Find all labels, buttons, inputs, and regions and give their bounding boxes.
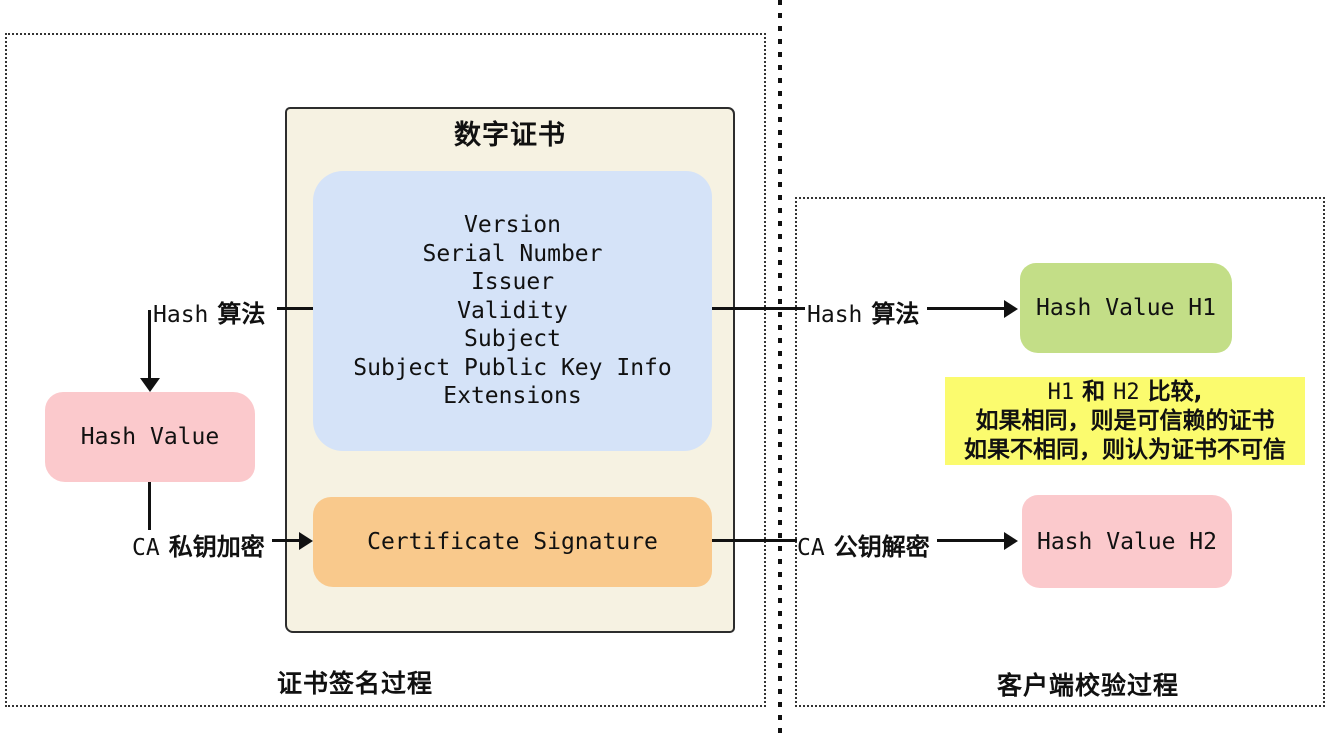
connector-caencrypt-line	[272, 539, 301, 542]
hash-value-box: Hash Value	[45, 392, 255, 482]
connector-hashvalue-down	[148, 482, 151, 530]
tbs-field-serial-number: Serial Number	[422, 240, 603, 267]
tbs-field-validity: Validity	[457, 297, 568, 324]
verification-process-region	[795, 197, 1325, 707]
arrow-right-icon	[1004, 532, 1018, 550]
tbs-field-extensions: Extensions	[443, 383, 582, 410]
connector-hashlabel-to-tbs	[277, 307, 313, 310]
arrow-right-icon	[1004, 300, 1018, 318]
tbs-field-subject-public-key-info: Subject Public Key Info	[353, 354, 672, 381]
compare-note-line2: 如果相同，则是可信赖的证书	[975, 407, 1275, 434]
certificate-signature-box: Certificate Signature	[313, 497, 712, 587]
hash-value-h2-box: Hash Value H2	[1022, 495, 1232, 588]
signing-process-region	[5, 33, 766, 707]
signing-process-caption: 证书签名过程	[277, 669, 434, 698]
connector-hashlabel-to-h1	[927, 307, 1005, 310]
arrow-right-icon	[299, 532, 313, 550]
tbs-field-issuer: Issuer	[470, 269, 555, 296]
tbs-field-subject: Subject	[464, 326, 561, 353]
tbs-field-version: Version	[464, 212, 561, 239]
hash-value-h1-box: Hash Value H1	[1020, 263, 1232, 353]
connector-hashlabel-down	[148, 310, 151, 380]
compare-note-line3: 如果不相同，则认为证书不可信	[964, 436, 1286, 463]
connector-cadecrypt-to-h2	[937, 539, 1005, 542]
arrow-down-icon	[140, 378, 160, 392]
verification-process-caption: 客户端校验过程	[997, 671, 1180, 700]
compare-note-line1: H1 和 H2 比较,	[1047, 378, 1203, 405]
vertical-divider	[778, 0, 782, 740]
tbs-fields-box: Version Serial Number Issuer Validity Su…	[313, 171, 712, 451]
connector-tbs-to-hashlabel	[712, 307, 805, 310]
compare-note-box: H1 和 H2 比较, 如果相同，则是可信赖的证书 如果不相同，则认为证书不可信	[945, 377, 1305, 465]
digital-certificate-title: 数字证书	[454, 120, 566, 151]
connector-signature-to-cadecrypt	[712, 539, 797, 542]
